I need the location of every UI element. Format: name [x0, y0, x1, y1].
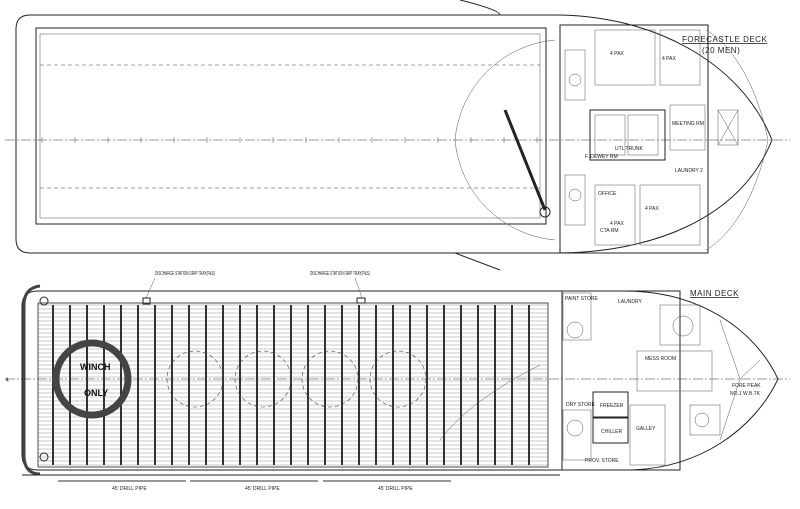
- drill-pipe-label: 45' DRILL PIPE: [245, 486, 280, 492]
- deck-beam: [137, 305, 139, 465]
- landing-circle: [166, 350, 224, 408]
- main-deck-title: MAIN DECK: [690, 289, 739, 298]
- forecastle-deck-title: FORECASTLE DECK: [682, 35, 767, 44]
- drill-pipe-bar: [323, 480, 451, 482]
- deck-beam: [205, 305, 207, 465]
- drill-pipe-label: 45' DRILL PIPE: [378, 486, 413, 492]
- stern-fender: [22, 284, 41, 476]
- drill-pipe-bar: [190, 480, 318, 482]
- room-label: MESS ROOM: [645, 356, 676, 362]
- main-deck-plan: ℄ WINCH ONLY DISCHARGE STATION DRIP TRAY…: [5, 271, 790, 492]
- room-label: FORE PEAK: [732, 383, 761, 389]
- winch-circle: [52, 339, 132, 419]
- room-label: FREEZER: [600, 403, 624, 409]
- deck-beam: [103, 305, 105, 465]
- landing-circle: [234, 350, 292, 408]
- forecastle-deck-plan: 4 PAX 4 PAX 4 PAX 4 PAX MEETING RM LAUND…: [5, 0, 790, 271]
- deck-beam: [154, 305, 156, 465]
- discharge-station-label: DISCHARGE STATION DRIP TRAY(P&S): [155, 271, 215, 277]
- deck-beam: [409, 305, 411, 465]
- drill-pipe-label: 45' DRILL PIPE: [112, 486, 147, 492]
- room-label: PAINT STORE: [565, 296, 598, 302]
- room-label: 4 PAX: [645, 206, 659, 212]
- deck-beam: [222, 305, 224, 465]
- deck-beam: [256, 305, 258, 465]
- deck-beam: [273, 305, 275, 465]
- main-hull-outline: [21, 290, 779, 471]
- deck-beam: [86, 305, 88, 465]
- deck-beam: [341, 305, 343, 465]
- forecastle-hull-outline: [15, 14, 773, 254]
- deck-beam: [426, 305, 428, 465]
- room-label: NO.1 W.B.TK: [730, 391, 761, 397]
- deck-beam: [375, 305, 377, 465]
- deck-beam: [239, 305, 241, 465]
- deck-beam: [69, 305, 71, 465]
- deck-beam: [307, 305, 309, 465]
- crane-pedestal: [539, 206, 551, 218]
- deck-beam: [511, 305, 513, 465]
- room-label: F. DEWEY RM: [585, 154, 618, 160]
- pipe-deck-border: [37, 302, 549, 468]
- accommodation-house: [559, 24, 709, 254]
- deck-beam: [120, 305, 122, 465]
- drill-pipe-bar: [58, 480, 186, 482]
- deck-beam: [358, 305, 360, 465]
- main-accommodation: [561, 290, 681, 471]
- deck-beam: [188, 305, 190, 465]
- room-label: DRY STORE: [566, 402, 596, 408]
- room-label: LAUNDRY: [618, 299, 642, 305]
- deck-beam: [392, 305, 394, 465]
- deck-beam: [528, 305, 530, 465]
- deck-beam: [171, 305, 173, 465]
- landing-circle: [369, 350, 427, 408]
- forecastle-deck-subtitle: (20 MEN): [702, 46, 740, 55]
- room-label: GALLEY: [636, 426, 656, 432]
- room-label: CTA RM: [600, 228, 619, 234]
- discharge-station-label: DISCHARGE STATION DRIP TRAY(P&S): [310, 271, 370, 277]
- deck-beam: [477, 305, 479, 465]
- room-label: 4 PAX: [662, 56, 676, 62]
- cargo-rail-outer: [35, 27, 547, 225]
- centerline-symbol: ℄: [5, 377, 10, 383]
- room-label: 4 PAX: [610, 51, 624, 57]
- room-label: PROV. STORE: [585, 458, 619, 464]
- deck-beam: [443, 305, 445, 465]
- crane-boom: [503, 109, 547, 211]
- stair-core: [589, 109, 666, 161]
- cargo-rail-inner: [39, 33, 541, 219]
- winch-label: WINCH: [80, 362, 111, 372]
- room-label: LAUNDRY 2: [675, 168, 703, 174]
- room-label: 4 PAX: [610, 221, 624, 227]
- landing-circle: [301, 350, 359, 408]
- bollard: [39, 452, 49, 462]
- deck-beam: [324, 305, 326, 465]
- bollard: [39, 296, 49, 306]
- room-label: UTL TRUNK: [615, 146, 643, 152]
- room-label: CHILLER: [601, 429, 623, 435]
- deck-beam: [494, 305, 496, 465]
- room-label: MEETING RM: [672, 121, 704, 127]
- deck-beam: [290, 305, 292, 465]
- deck-beam: [460, 305, 462, 465]
- room-label: OFFICE: [598, 191, 617, 197]
- winch-only-label: ONLY: [84, 388, 108, 398]
